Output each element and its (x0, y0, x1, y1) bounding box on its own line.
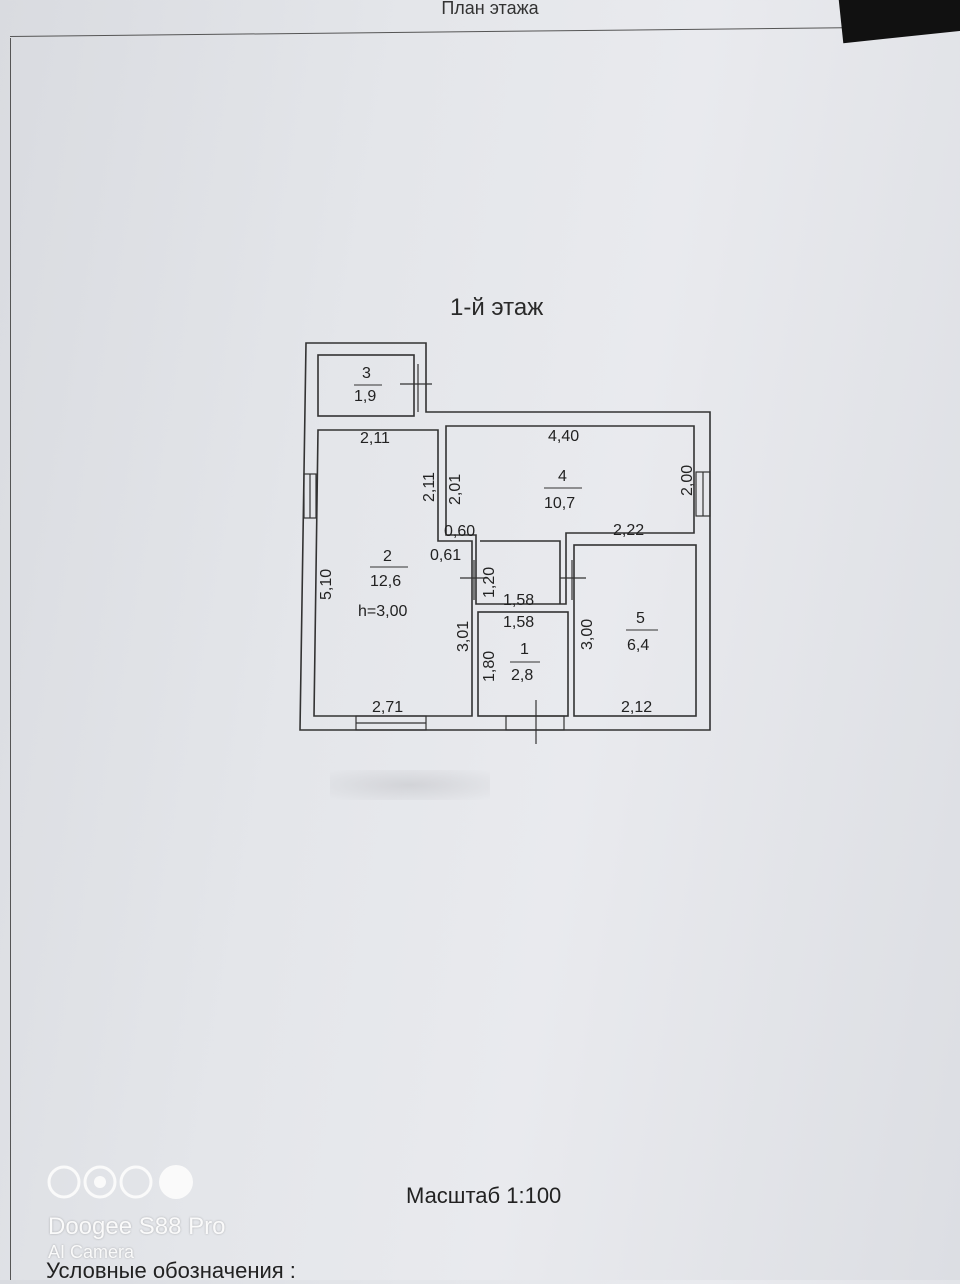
dim-room2-right-lower: 3,01 (455, 621, 472, 652)
watermark-camera: AI Camera (48, 1242, 135, 1262)
dim-room2-left: 5,10 (318, 569, 335, 600)
room-3-outline (317, 354, 415, 417)
room-5-number: 5 (636, 610, 645, 627)
outer-wall (299, 342, 711, 731)
dim-room4-top: 4,40 (548, 428, 579, 445)
dim-room1-left: 1,80 (481, 651, 498, 682)
legend-title: Условные обозначения : (46, 1258, 296, 1283)
dim-corridor-left: 0,61 (430, 547, 461, 564)
scale-label: Масштаб 1:100 (406, 1183, 562, 1208)
dim-room1-top: 1,58 (503, 614, 534, 631)
room-1-area: 2,8 (511, 667, 533, 684)
dim-room4-right: 2,00 (679, 465, 696, 496)
dim-room2-top: 2,11 (360, 430, 390, 447)
dim-room5-left: 3,00 (579, 619, 596, 650)
door-bottom (505, 715, 565, 731)
room-4-number: 4 (558, 468, 567, 485)
corridor-outline (480, 540, 561, 604)
dim-corridor-bottom: 1,58 (503, 592, 534, 609)
room-3-number: 3 (362, 365, 371, 382)
dim-room5-top: 2,22 (613, 522, 644, 539)
sheet-header-title: План этажа (441, 0, 539, 18)
room-2-height: h=3,00 (358, 603, 407, 620)
room-2-number: 2 (383, 548, 392, 565)
paper-smudge (330, 770, 490, 800)
sheet-border-left (10, 38, 11, 1280)
room-5-area: 6,4 (627, 637, 649, 654)
room-5-outline (573, 544, 697, 717)
room-3-area: 1,9 (354, 388, 376, 405)
dim-corridor-top: 0,60 (444, 523, 475, 540)
dim-corridor-height: 1,20 (481, 567, 498, 598)
room-4-outline (445, 425, 695, 605)
dim-room4-left: 2,01 (447, 474, 464, 505)
dim-room2-right-upper: 2,11 (421, 472, 438, 502)
room-2-area: 12,6 (370, 573, 401, 590)
camera-watermark-logo (47, 1165, 193, 1199)
floor-title: 1-й этаж (450, 294, 544, 321)
room-2-outline (313, 429, 473, 717)
watermark-brand: Doogee S88 Pro (48, 1213, 226, 1240)
room-1-number: 1 (520, 641, 529, 658)
dim-room5-bottom: 2,12 (621, 699, 652, 716)
room-4-area: 10,7 (544, 495, 575, 512)
dim-room2-bottom: 2,71 (372, 699, 403, 716)
